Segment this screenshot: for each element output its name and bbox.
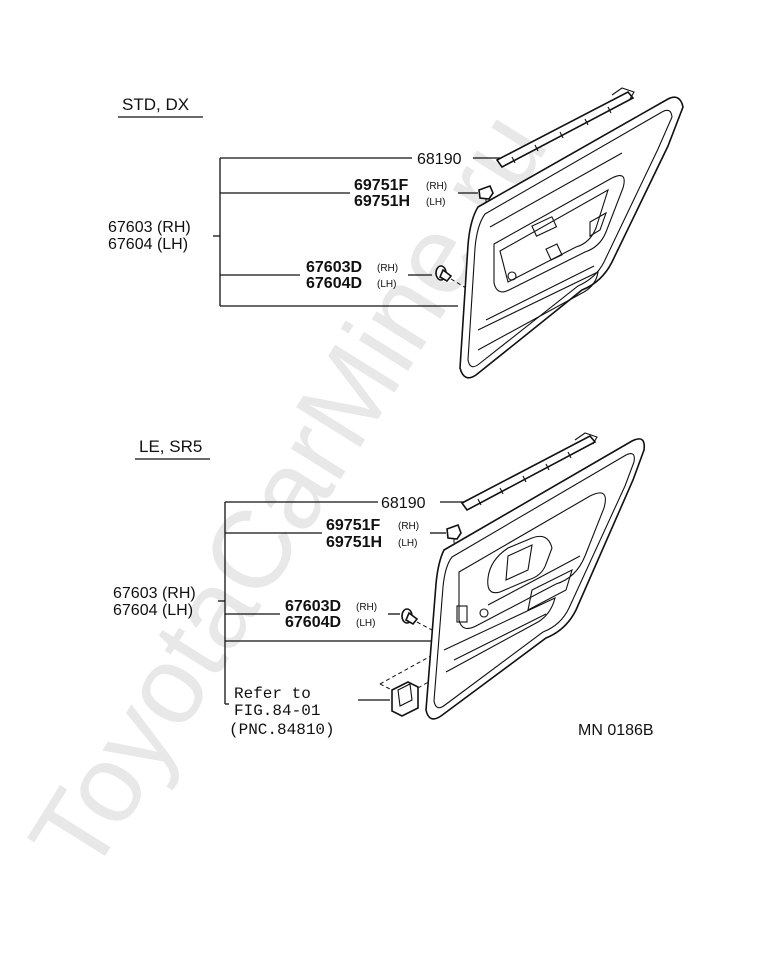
side-label: (LH) [377,279,396,290]
part-number: 67604D [285,614,341,631]
section-std-dx: STD, DX 68190 69751F (RH) 69751H (LH) 67… [108,87,684,379]
side-label: (RH) [426,181,447,192]
assembly-number: 67604 (LH) [108,236,188,253]
weatherstrip-part [460,432,598,512]
screw-part [401,608,433,631]
side-label: (LH) [356,618,375,629]
figure-code: MN 0186B [578,722,654,739]
screw-part [435,265,467,289]
part-number: 67603D [306,259,362,276]
side-label: (LH) [426,197,445,208]
reference-note: Refer to [234,685,311,703]
door-trim-panel [425,438,646,720]
assembly-number: 67603 (RH) [113,585,196,602]
section-header: LE, SR5 [139,437,202,456]
part-number: 67603D [285,598,341,615]
weatherstrip-part [495,87,635,169]
part-number: 69751H [354,193,410,210]
assembly-number: 67603 (RH) [108,219,191,236]
part-number: 69751H [326,534,382,551]
side-label: (RH) [356,602,377,613]
side-label: (RH) [398,521,419,532]
section-header: STD, DX [122,95,189,114]
part-number: 68190 [381,495,426,512]
part-number: 68190 [417,151,462,168]
side-label: (LH) [398,538,417,549]
reference-note: FIG.84-01 [234,702,320,720]
part-number: 67604D [306,275,362,292]
section-le-sr5: LE, SR5 68190 69751F (RH) 69751H (LH) 67… [113,432,646,739]
part-number: 69751F [354,177,408,194]
part-number: 69751F [326,517,380,534]
reference-note: (PNC.84810) [229,721,335,739]
door-trim-panel [459,96,684,379]
assembly-number: 67604 (LH) [113,602,193,619]
side-label: (RH) [377,263,398,274]
